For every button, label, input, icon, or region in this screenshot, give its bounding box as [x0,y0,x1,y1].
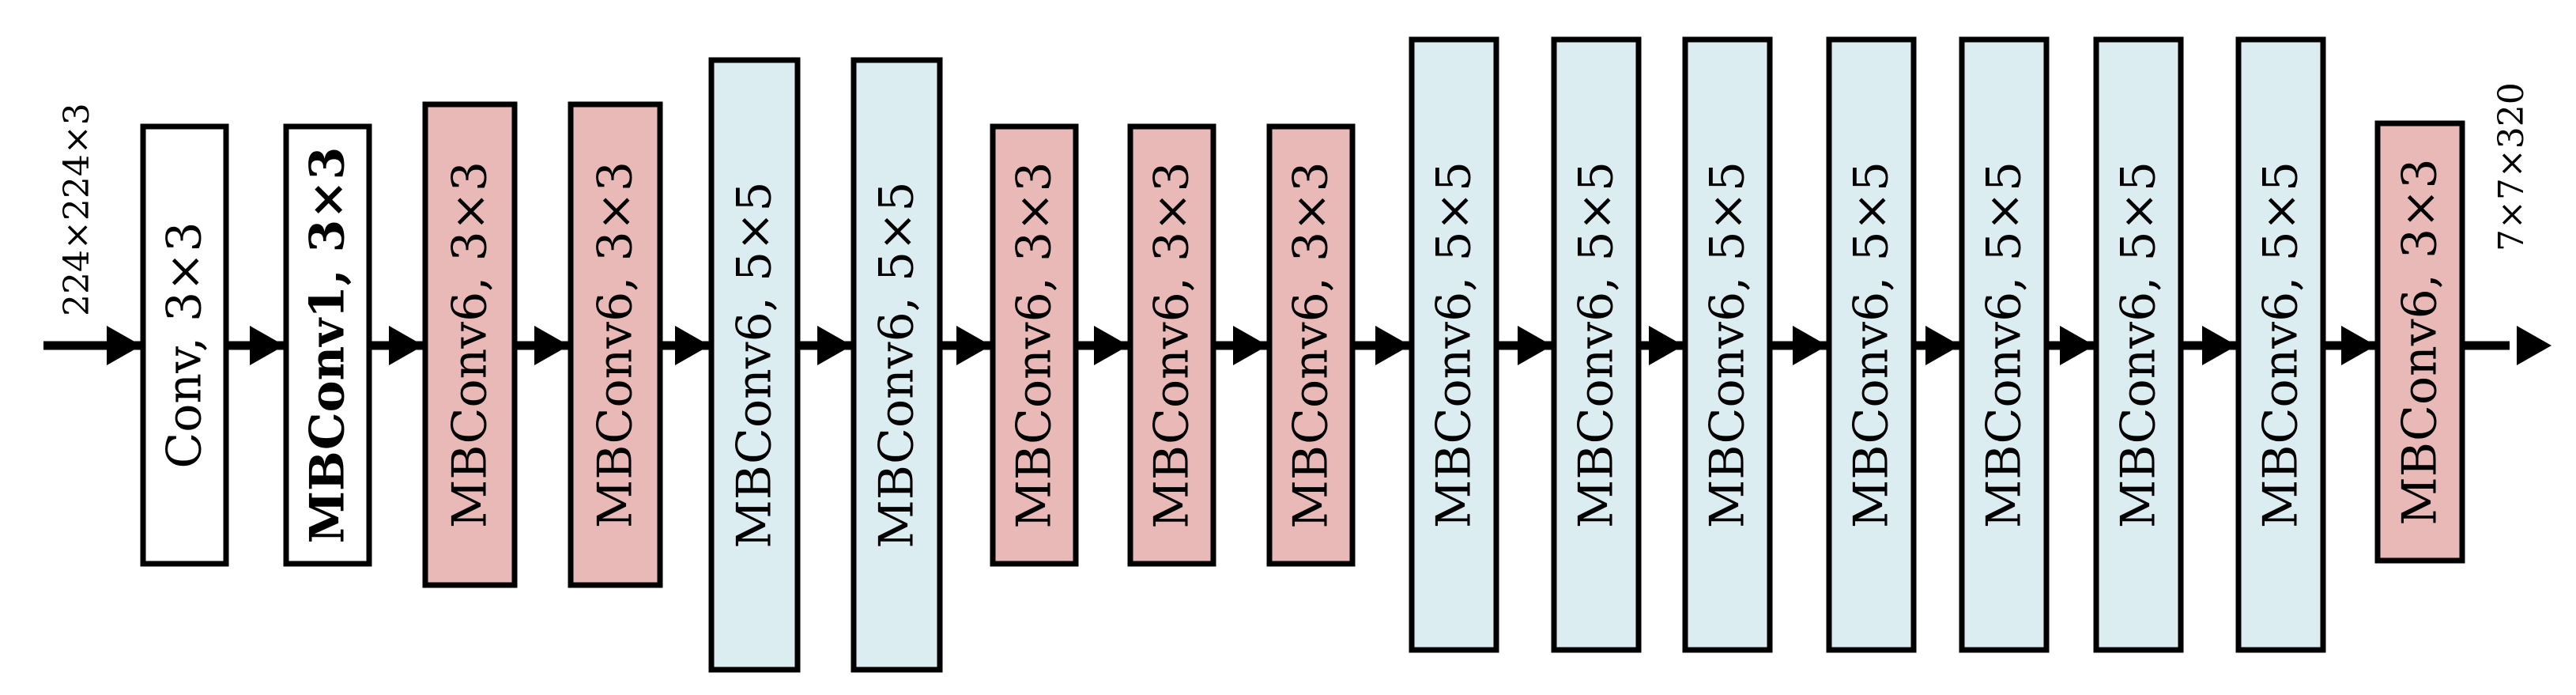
connector-arrows [107,326,2551,365]
connector-arrowhead [1233,326,1268,365]
layer-block-label: MBConv6, 3×3 [588,161,643,528]
layer-block-box [283,123,372,567]
layer-block-box [1266,123,1356,567]
layer-block-label: MBConv6, 5×5 [1427,161,1482,528]
layer-block-label: MBConv6, 3×3 [1007,161,1062,528]
layer-block-label: MBConv6, 5×5 [727,181,783,548]
connector-arrowhead [1793,326,1827,365]
layer-block-box [708,57,801,673]
layer-block-box [1959,36,2050,653]
layer-block: MBConv6, 5×5 [708,57,801,673]
layer-block: MBConv6, 5×5 [1959,36,2050,653]
connector-arrowhead [1375,326,1410,365]
connector-arrowhead [2202,326,2237,365]
layer-block-box [2235,36,2326,653]
layer-block: MBConv6, 3×3 [990,123,1079,567]
input-dimension-label: 224×224×3 [57,103,97,316]
connector-arrowhead [817,326,852,365]
layer-block-box [1127,123,1216,567]
layer-block: MBConv6, 5×5 [1826,36,1917,653]
layer-block: MBConv6, 5×5 [2235,36,2326,653]
layer-block-label: Conv, 3×3 [157,221,213,468]
layer-block-label: MBConv1, 3×3 [300,147,356,544]
layer-block: MBConv6, 3×3 [2374,120,2465,564]
layer-block: MBConv6, 3×3 [422,101,518,588]
layer-block-box [1551,36,1642,653]
layer-block-box [1682,36,1773,653]
layer-block: MBConv6, 5×5 [1682,36,1773,653]
layer-block-label: MBConv6, 5×5 [1844,161,1899,528]
layer-block: MBConv1, 3×3 [283,123,372,567]
connector-arrowhead [1094,326,1129,365]
layer-block: MBConv6, 5×5 [1551,36,1642,653]
layer-block-label: MBConv6, 3×3 [1284,161,1339,528]
connector-arrowhead [2341,326,2376,365]
layer-block-box [850,57,943,673]
layer-block-label: MBConv6, 3×3 [2393,158,2448,525]
connector-arrowhead [389,326,424,365]
output-dimension-label: 7×7×320 [2491,82,2532,251]
layer-block: MBConv6, 5×5 [2093,36,2184,653]
layer-block-box [2093,36,2184,653]
layer-block-label: MBConv6, 5×5 [869,181,925,548]
input-arrowhead [107,326,141,365]
layer-block-box [1409,36,1499,653]
output-arrowhead [2517,326,2551,365]
layer-block-label: MBConv6, 3×3 [1145,161,1200,528]
layer-block-box [990,123,1079,567]
connector-arrowhead [675,326,710,365]
layer-block: MBConv6, 3×3 [1127,123,1216,567]
layer-block-box [1826,36,1917,653]
layer-block-label: MBConv6, 5×5 [1977,161,2032,528]
layer-block-box [140,123,229,567]
connector-arrowhead [956,326,991,365]
layer-block-label: MBConv6, 5×5 [2254,161,2309,528]
connector-arrowhead [1518,326,1552,365]
layer-block: MBConv6, 5×5 [850,57,943,673]
connector-arrowhead [1925,326,1960,365]
connector-arrowhead [534,326,569,365]
connector-arrowhead [250,326,285,365]
connector-arrowhead [2060,326,2095,365]
layer-block-box [422,101,518,588]
layer-block-label: MBConv6, 3×3 [443,161,498,528]
connector-arrowhead [1649,326,1684,365]
layer-block: MBConv6, 5×5 [1409,36,1499,653]
layer-block-label: MBConv6, 5×5 [1569,161,1624,528]
layer-block-box [568,101,663,588]
layer-block-box [2374,120,2465,564]
layer-block: Conv, 3×3 [140,123,229,567]
layer-block-label: MBConv6, 5×5 [2111,161,2167,528]
layer-block-label: MBConv6, 5×5 [1700,161,1756,528]
layer-block: MBConv6, 3×3 [568,101,663,588]
layer-blocks: Conv, 3×3 MBConv1, 3×3 MBConv6, 3×3 MBConv6… [140,36,2465,673]
layer-block: MBConv6, 3×3 [1266,123,1356,567]
